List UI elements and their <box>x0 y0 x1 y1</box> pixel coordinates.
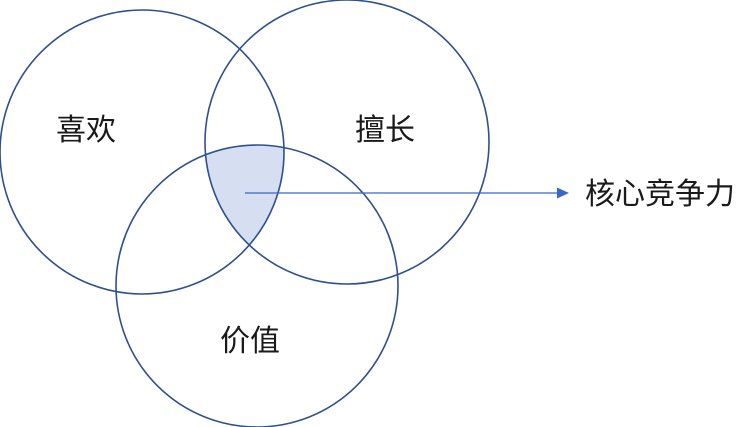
set-circle-like <box>0 9 285 295</box>
set-label-like: 喜欢 <box>56 113 116 148</box>
arrow-head <box>557 187 569 199</box>
set-circle-value <box>115 144 399 427</box>
core-overlap-region <box>205 145 284 284</box>
core-competitiveness-label: 核心竞争力 <box>585 177 735 212</box>
set-circle-good-at <box>204 0 490 285</box>
set-label-value: 价值 <box>220 324 280 359</box>
set-label-good-at: 擅长 <box>355 113 415 148</box>
